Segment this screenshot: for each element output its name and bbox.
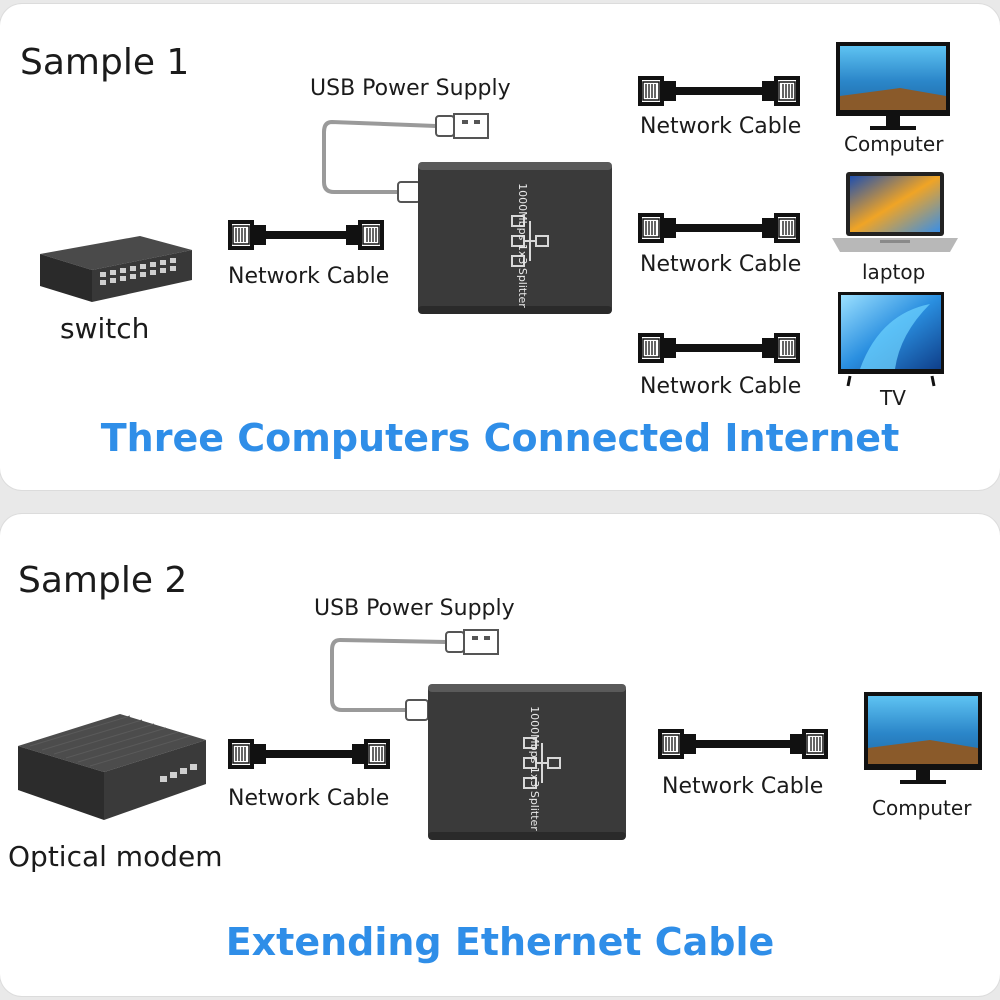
output-cable-3-icon — [638, 333, 800, 363]
output-cable-3-label: Network Cable — [640, 374, 802, 399]
optical-modem-icon — [18, 714, 206, 820]
laptop-label: laptop — [862, 260, 926, 284]
output-network-cable-icon-2 — [658, 729, 828, 759]
output-cable-label-2: Network Cable — [662, 774, 824, 799]
input-cable-label: Network Cable — [228, 264, 390, 289]
tv-label: TV — [880, 386, 906, 410]
usb-power-supply-label-2: USB Power Supply — [314, 596, 515, 621]
output-cable-1-icon — [638, 76, 800, 106]
sample-2-title: Sample 2 — [18, 560, 188, 601]
input-network-cable-icon — [228, 220, 384, 250]
usb-power-supply-label: USB Power Supply — [310, 76, 511, 101]
tv-icon — [838, 292, 944, 387]
computer-label-2: Computer — [872, 796, 972, 820]
computer-monitor-icon — [836, 42, 950, 130]
splitter-model-text-2: 1000Mbps 1x3 Splitter — [527, 706, 541, 831]
sample-2-headline: Extending Ethernet Cable — [225, 920, 775, 964]
usb-power-cable-icon-2 — [330, 629, 499, 721]
network-switch-icon — [40, 236, 192, 302]
sample-2-panel: Sample 2 USB Power Supply Network Cable … — [0, 514, 1000, 996]
sample-1-diagram — [40, 42, 958, 387]
splitter-box-icon — [418, 162, 612, 314]
laptop-icon — [832, 172, 958, 252]
optical-modem-label: Optical modem — [8, 840, 223, 873]
switch-label: switch — [60, 312, 150, 345]
output-cable-2-icon — [638, 213, 800, 243]
splitter-model-text: 1000Mbps 1x3 Splitter — [515, 183, 529, 308]
computer-monitor-icon-2 — [864, 692, 982, 784]
splitter-box-icon-2 — [428, 684, 626, 840]
sample-1-headline: Three Computers Connected Internet — [100, 416, 900, 460]
usb-power-cable-icon — [322, 113, 489, 203]
input-cable-label-2: Network Cable — [228, 786, 390, 811]
output-cable-1-label: Network Cable — [640, 114, 802, 139]
sample-2-diagram — [18, 629, 982, 840]
output-cable-2-label: Network Cable — [640, 252, 802, 277]
sample-1-panel: Sample 1 USB Power Supply Network Cable … — [0, 4, 1000, 490]
sample-1-title: Sample 1 — [20, 42, 190, 83]
input-network-cable-icon-2 — [228, 739, 390, 769]
computer-label: Computer — [844, 132, 944, 156]
